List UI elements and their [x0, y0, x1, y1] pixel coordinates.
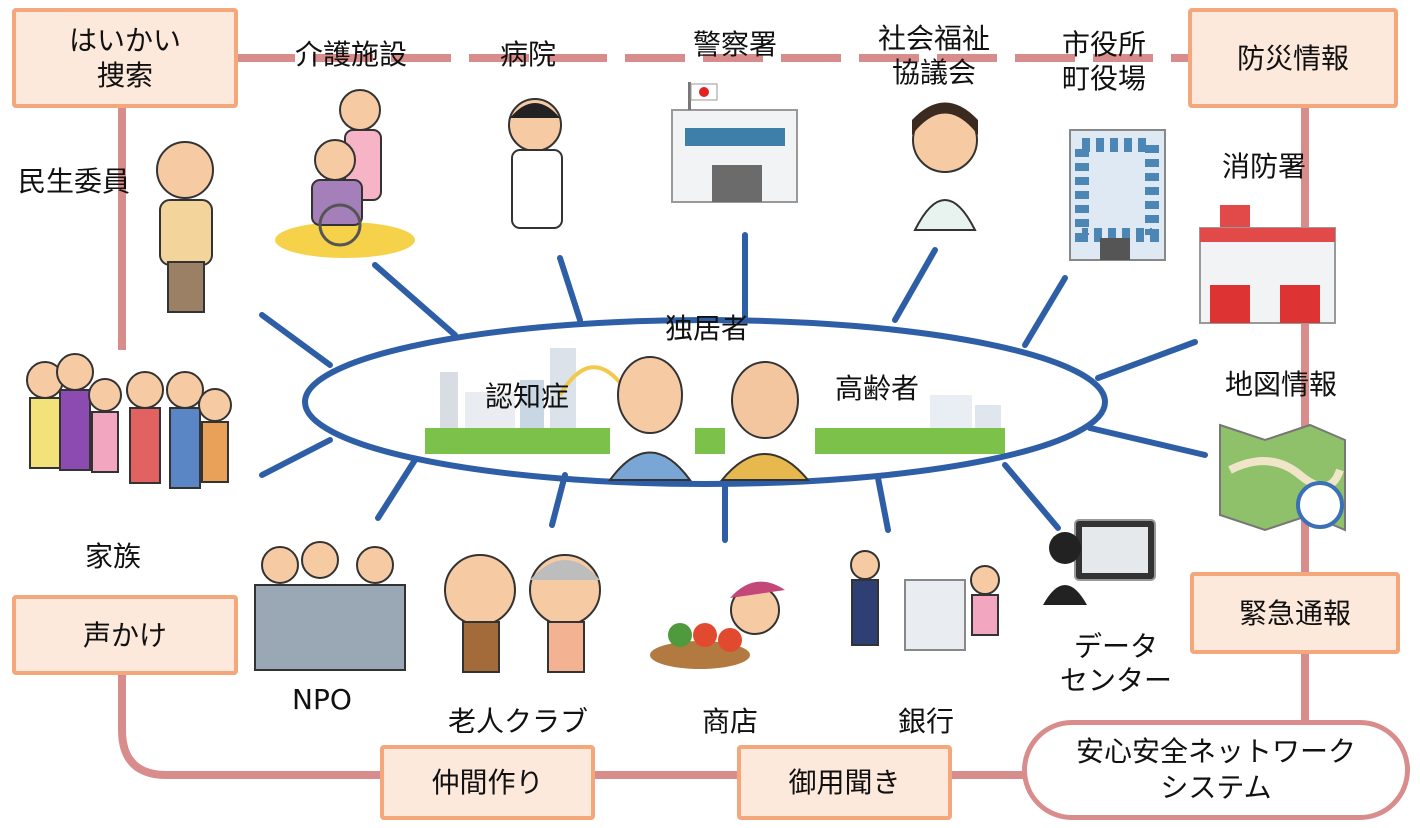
- npo-illustration: [254, 541, 406, 671]
- label-data-center: データ センター: [1060, 630, 1173, 697]
- label-bank: 銀行: [898, 705, 955, 738]
- center-ellipse: [302, 317, 1108, 487]
- elderly-couple-illustration: [608, 356, 811, 481]
- outer-track: [118, 54, 1309, 779]
- police-station-illustration: [671, 82, 798, 203]
- label-city-hall: 市役所 町役場: [1062, 28, 1147, 95]
- senior-club-illustration: [444, 554, 601, 673]
- center-label-dementia: 認知症: [485, 380, 570, 413]
- network-system-pill: 安心安全ネットワーク システム: [1022, 720, 1410, 820]
- label-senior-club: 老人クラブ: [448, 705, 589, 738]
- label-welfare-volunteer: 民生委員: [18, 165, 131, 198]
- center-label-living-alone: 独居者: [665, 312, 750, 345]
- doctor-illustration: [508, 98, 563, 229]
- map-illustration: [1219, 423, 1346, 532]
- shop-illustration: [650, 581, 785, 669]
- data-center-illustration: [1043, 519, 1156, 605]
- label-family: 家族: [85, 540, 142, 573]
- label-map-info: 地図情報: [1225, 368, 1338, 401]
- label-hospital: 病院: [500, 38, 557, 71]
- label-npo: NPO: [292, 683, 352, 716]
- disaster-info-box: 防災情報: [1188, 8, 1398, 108]
- family-illustration: [26, 353, 232, 489]
- bank-illustration: [850, 550, 1000, 651]
- peer-making-box: 仲間作り: [380, 745, 595, 820]
- center-label-elderly: 高齢者: [835, 372, 920, 405]
- fire-station-illustration: [1199, 205, 1336, 324]
- label-shop: 商店: [702, 705, 759, 738]
- town-illustration: [425, 348, 1005, 454]
- label-welfare-council: 社会福祉 協議会: [878, 22, 991, 89]
- voice-call-box: 声かけ: [12, 595, 238, 675]
- spokes: [259, 232, 1208, 543]
- volunteer-illustration: [156, 141, 214, 313]
- wandering-search-box: はいかい 捜索: [12, 8, 238, 108]
- welfare-staff-illustration: [912, 102, 978, 231]
- emergency-call-box: 緊急通報: [1190, 572, 1400, 654]
- label-police: 警察署: [693, 28, 778, 61]
- city-hall-illustration: [1069, 129, 1166, 261]
- label-fire-station: 消防署: [1222, 150, 1307, 183]
- care-facility-illustration: [275, 89, 415, 258]
- errand-service-box: 御用聞き: [737, 745, 952, 820]
- label-care-facility: 介護施設: [295, 38, 408, 71]
